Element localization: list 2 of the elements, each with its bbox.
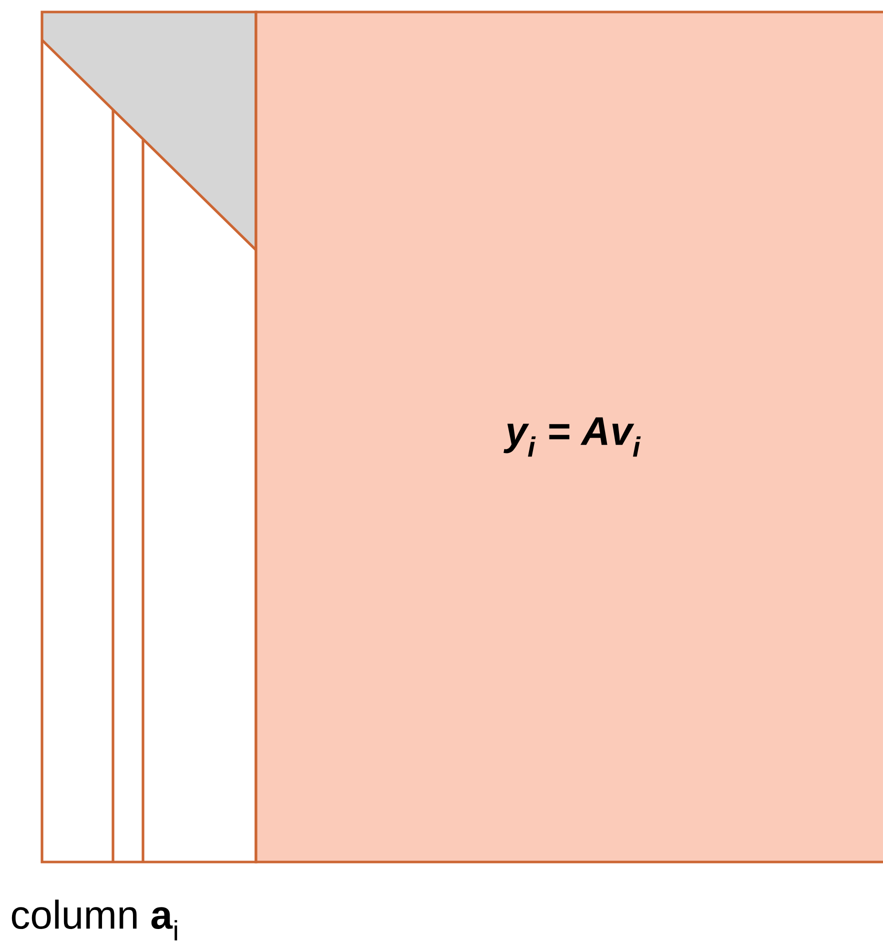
axis-label: column a$_{i}$ (12, 900, 178, 940)
matrix-block: y$_{i}$ = Av$_{i}$ (254, 10, 883, 864)
